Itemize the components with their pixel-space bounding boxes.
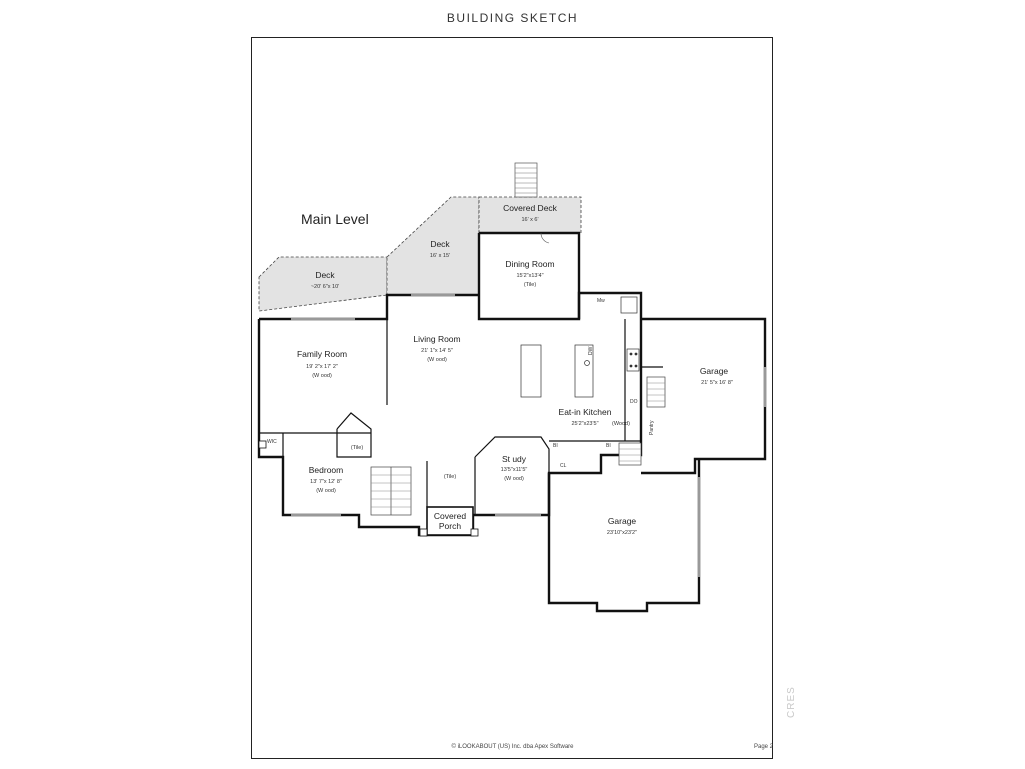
- deck-upper-label: Deck: [430, 239, 450, 249]
- eat-in-kitchen-label: Eat-in Kitchen: [559, 407, 612, 417]
- deck-left-dims: ~20' 6"x 10': [311, 284, 339, 290]
- garage-lower-dims: 23'10"x23'2": [607, 530, 637, 536]
- porch-column: [419, 528, 428, 537]
- family-room-dims: 19' 2"x 17' 2": [306, 364, 338, 370]
- level-label: Main Level: [301, 211, 369, 227]
- covered-porch-label-line1: Covered: [434, 511, 466, 521]
- built-in-label-right: BI: [606, 443, 611, 449]
- burner-icon: [634, 364, 638, 368]
- covered-deck-dims: 16' x 6': [521, 217, 538, 223]
- garage-upper-walls: [641, 317, 767, 475]
- closet-label: CL: [560, 463, 567, 469]
- family-room-label: Family Room: [297, 349, 347, 359]
- deck-upper-area: [386, 196, 480, 296]
- sketch-sheet: Main Level Covered Deck 16' x 6' Deck 16…: [251, 37, 773, 759]
- burner-icon: [634, 352, 638, 356]
- dining-door-swing: [540, 232, 550, 244]
- garage-stairs: [618, 376, 666, 466]
- sheet-border: [251, 37, 773, 759]
- deck-upper-dims: 16' x 15': [430, 253, 450, 259]
- garage-lower-walls: [547, 459, 701, 613]
- page-title: BUILDING SKETCH: [446, 11, 579, 25]
- garage-lower-label: Garage: [608, 516, 637, 526]
- covered-deck-area: [478, 196, 582, 234]
- covered-deck-label: Covered Deck: [503, 203, 558, 213]
- built-in-label-left: BI: [553, 443, 558, 449]
- footer-copyright: © iLOOKABOUT (US) Inc. dba Apex Software: [451, 744, 574, 750]
- sink-icon: [584, 360, 590, 366]
- bedroom-dims: 13' 7"x 12' 8": [310, 479, 342, 485]
- living-room-dims: 21' 1"x 14' 5": [421, 348, 453, 354]
- dining-room-label: Dining Room: [505, 259, 554, 269]
- garage-upper-dims: 21' 5"x 16' 8": [701, 380, 733, 386]
- deck-left-label: Deck: [315, 270, 335, 280]
- eat-in-kitchen-material: (Wood): [612, 421, 630, 427]
- porch-column: [470, 528, 479, 537]
- dining-room-material: (Tile): [524, 282, 536, 288]
- bedroom-material: (W ood): [316, 488, 336, 494]
- watermark: CRES: [786, 686, 797, 718]
- dining-room-dims: 15'2"x13'4": [516, 273, 543, 279]
- bath-material: (Tile): [351, 445, 363, 451]
- wic-label: WIC: [267, 439, 277, 445]
- study-walls: [474, 436, 550, 473]
- eat-in-kitchen-dims: 25'2"x23'5": [571, 421, 598, 427]
- burner-icon: [629, 364, 633, 368]
- bath-walls: [336, 412, 372, 458]
- garage-upper-label: Garage: [700, 366, 729, 376]
- bedroom-label: Bedroom: [309, 465, 344, 475]
- foyer-material: (Tile): [444, 474, 456, 480]
- range-icon: [626, 348, 640, 372]
- microwave-label: Mw: [597, 298, 605, 304]
- family-room-material: (W ood): [312, 373, 332, 379]
- study-dims: 13'5"x11'5": [501, 467, 528, 473]
- covered-porch-label-line2: Porch: [439, 521, 461, 531]
- wic-marker: [258, 440, 267, 449]
- living-room-material: (W ood): [427, 357, 447, 363]
- footer-page-number: Page 2: [754, 744, 774, 750]
- covered-porch-outline: [426, 506, 474, 536]
- burner-icon: [629, 352, 633, 356]
- corner-sink-icon: [620, 296, 638, 314]
- living-room-label: Living Room: [413, 334, 460, 344]
- dishwasher-label: DW: [588, 346, 594, 355]
- floor-plan: Main Level Covered Deck 16' x 6' Deck 16…: [251, 37, 773, 759]
- pantry-label: Pantry: [649, 420, 655, 435]
- deck-stairs: [514, 162, 538, 198]
- interior-stairs: [370, 466, 412, 516]
- study-label: St udy: [502, 454, 527, 464]
- double-oven-label: DO: [630, 399, 638, 405]
- kitchen-island: [520, 344, 542, 398]
- study-material: (W ood): [504, 476, 524, 482]
- kitchen-peninsula: [574, 344, 594, 398]
